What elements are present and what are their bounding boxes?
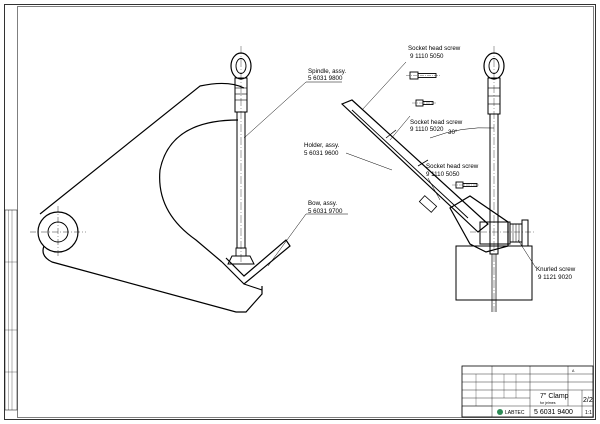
holder-assembly — [340, 99, 534, 301]
label-screw2-number: 9 1110 5020 — [410, 126, 444, 133]
screw-1-drawing — [406, 71, 440, 80]
company-logo: LABTEC — [497, 409, 525, 416]
label-screw3-name: Socket head screw — [426, 163, 479, 170]
label-screw1-name: Socket head screw — [408, 45, 461, 52]
label-knurled-number: 9 1121 9020 — [538, 274, 573, 281]
spindle-assembly-left — [227, 46, 255, 265]
label-holder-name: Holder, assy. — [304, 142, 340, 149]
label-bow-number: 5 6031 9700 — [308, 208, 343, 215]
title-block-title: 7" Clamp — [540, 393, 569, 400]
angle-arc — [429, 127, 495, 139]
screw-2-drawing — [412, 99, 436, 107]
title-block-part-number: 5 6031 9400 — [534, 409, 573, 416]
leader-screw3 — [427, 177, 441, 201]
leader-screw2 — [389, 115, 411, 141]
label-screw1-number: 9 1110 5050 — [410, 53, 444, 60]
angle-mark: 30° — [448, 129, 458, 136]
label-screw3-number: 9 1110 5050 — [426, 171, 460, 178]
company-name: LABTEC — [505, 410, 525, 416]
leader-holder — [345, 152, 393, 171]
leader-screw1 — [361, 61, 407, 111]
screw-3-drawing — [452, 181, 480, 189]
leader-spindle — [243, 81, 307, 139]
label-holder-number: 5 6031 9600 — [304, 150, 339, 157]
bow-assembly — [30, 82, 291, 313]
spindle-assembly-right — [483, 46, 505, 312]
title-block-revision: A — [572, 369, 575, 373]
leader-knurled — [517, 239, 537, 269]
title-block-scale: 1:1 — [585, 410, 592, 416]
label-spindle-number: 5 6031 9800 — [308, 75, 343, 82]
sheet-border — [4, 4, 596, 420]
label-bow-name: Bow, assy. — [308, 200, 337, 207]
sheet-inner-border — [17, 6, 594, 418]
label-screw2-name: Socket head screw — [410, 119, 463, 126]
label-knurled-name: Knurled screw — [536, 266, 576, 273]
leader-bow — [267, 213, 307, 267]
side-revision-strip — [4, 209, 18, 411]
label-spindle-name: Spindle, assy. — [308, 68, 346, 75]
title-block-subtitle: for jelmes — [540, 401, 556, 405]
title-block-sheet: 2/2 — [583, 397, 593, 404]
title-block — [461, 365, 594, 418]
